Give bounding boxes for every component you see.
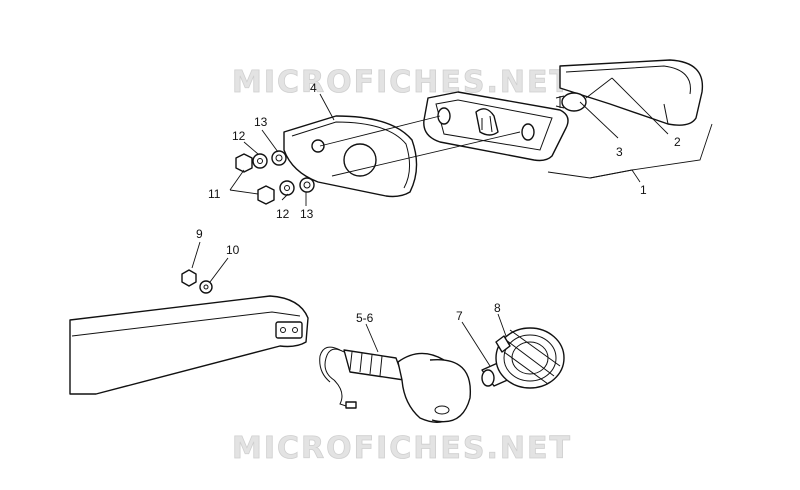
callout-10: 10 <box>226 243 240 257</box>
nut-11-lower <box>257 185 275 205</box>
callout-8: 8 <box>494 301 501 315</box>
callout-3: 3 <box>616 145 623 159</box>
callout-9: 9 <box>196 227 203 241</box>
part-9-10-nut-washer <box>181 269 213 294</box>
watermark-bottom: MICROFICHES.NET <box>232 431 572 466</box>
lockwasher-13-lower <box>299 177 315 193</box>
callout-5-6: 5-6 <box>356 311 374 325</box>
part-2-lens-cover <box>559 59 704 126</box>
part-3-bulb <box>555 92 587 112</box>
callout-12-upper: 12 <box>232 129 246 143</box>
hardware-nuts-washers <box>235 150 315 205</box>
nut-11-upper <box>235 153 253 173</box>
washer-12-upper <box>252 153 268 169</box>
callout-2: 2 <box>674 135 681 149</box>
callout-7: 7 <box>456 309 463 323</box>
callout-11: 11 <box>208 187 221 201</box>
part-4-front-housing <box>283 115 418 198</box>
lockwasher-13-upper <box>271 150 287 166</box>
washer-12-lower <box>279 180 295 196</box>
part-5-6-turn-signal <box>319 346 471 423</box>
callouts: 4 2 3 1 12 13 11 12 13 9 10 5-6 7 8 <box>196 81 681 325</box>
watermark-top: MICROFICHES.NET <box>232 65 572 100</box>
callout-12-lower: 12 <box>276 207 290 221</box>
callout-1: 1 <box>640 183 647 197</box>
lamp-holder <box>423 91 569 162</box>
callout-4: 4 <box>310 81 317 95</box>
callout-13-lower: 13 <box>300 207 314 221</box>
mounting-arm <box>69 295 309 395</box>
callout-13-upper: 13 <box>254 115 268 129</box>
part-8-lens <box>495 327 565 389</box>
leader-lines <box>191 77 713 367</box>
